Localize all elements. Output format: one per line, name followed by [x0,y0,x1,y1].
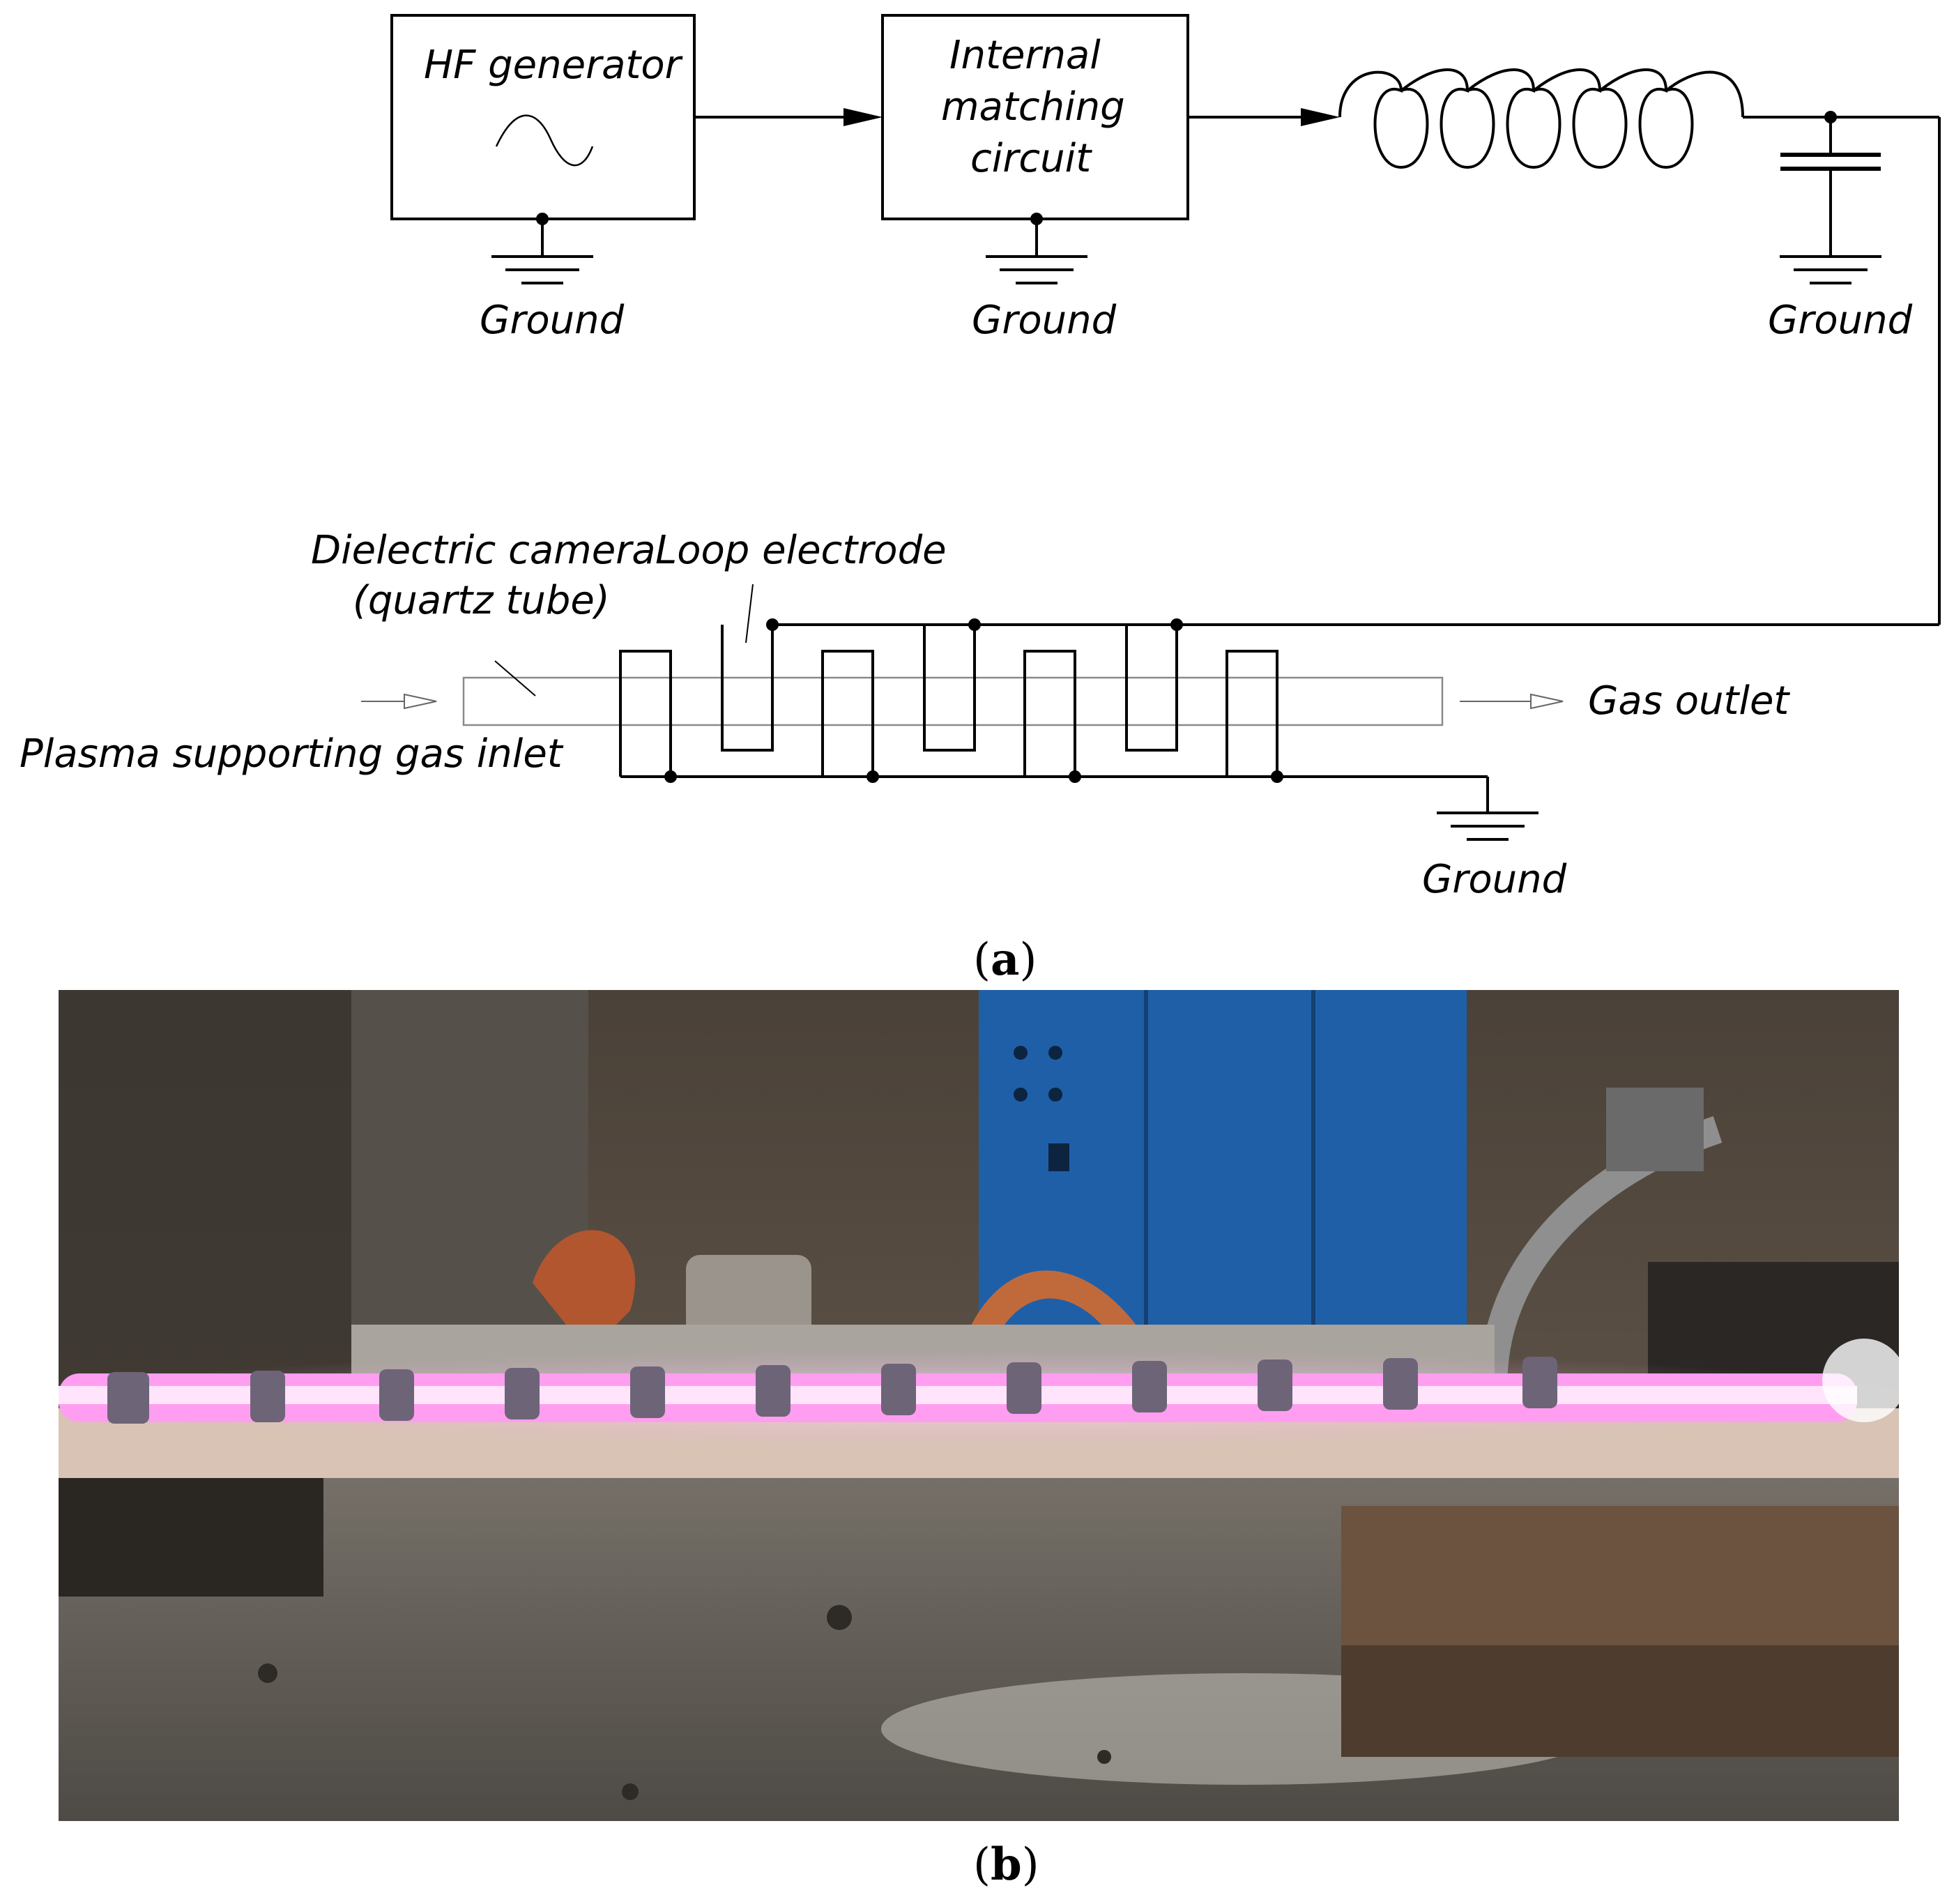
ground-symbol-2 [986,255,1087,284]
caption-b-area: (b) [973,1838,1039,1891]
ground-symbol-3 [1780,255,1881,284]
tube-leader-line [494,660,536,696]
dielectric-label-line2: (quartz tube) [353,578,610,623]
quartz-tube [462,676,1444,726]
electrode-rings [107,1357,1557,1424]
hf-loop-electrodes [721,625,1178,752]
matching-label-line3: circuit [970,136,1092,181]
books [1341,1506,1899,1645]
matching-label-line2: matching [941,84,1125,130]
loop-electrode-leader [745,584,754,643]
gas-outlet-label: Gas outlet [1588,678,1790,724]
plasma-tube-photo [59,990,1899,1821]
ground-label-2: Ground [972,298,1117,343]
caption-b: (b) [973,1838,1039,1891]
loop-electrode-label: Loop electrode [655,528,947,573]
circuit-diagram: HF generator Internal matching circuit G… [20,14,1941,986]
caption-a: (a) [973,934,1037,986]
sine-wave-icon [495,114,594,167]
matching-label-line1: Internal [949,33,1101,78]
dielectric-label-line1: Dielectric camera [311,528,656,573]
ground-symbol-1 [491,255,593,284]
gas-inlet-label: Plasma supporting gas inlet [20,731,564,777]
copper-strip [533,1230,636,1353]
ground-symbol-4 [1437,812,1538,841]
capacitor [1780,153,1881,171]
gas-inlet-arrow [361,693,437,710]
grounded-loop-electrodes [619,650,1278,777]
ground-label-1: Ground [480,298,625,343]
gas-outlet-arrow [1460,693,1564,710]
ground-label-3: Ground [1768,298,1913,343]
hf-generator-label: HF generator [424,43,683,88]
ground-label-4: Ground [1422,857,1567,902]
inductor-coil [1338,68,1744,169]
